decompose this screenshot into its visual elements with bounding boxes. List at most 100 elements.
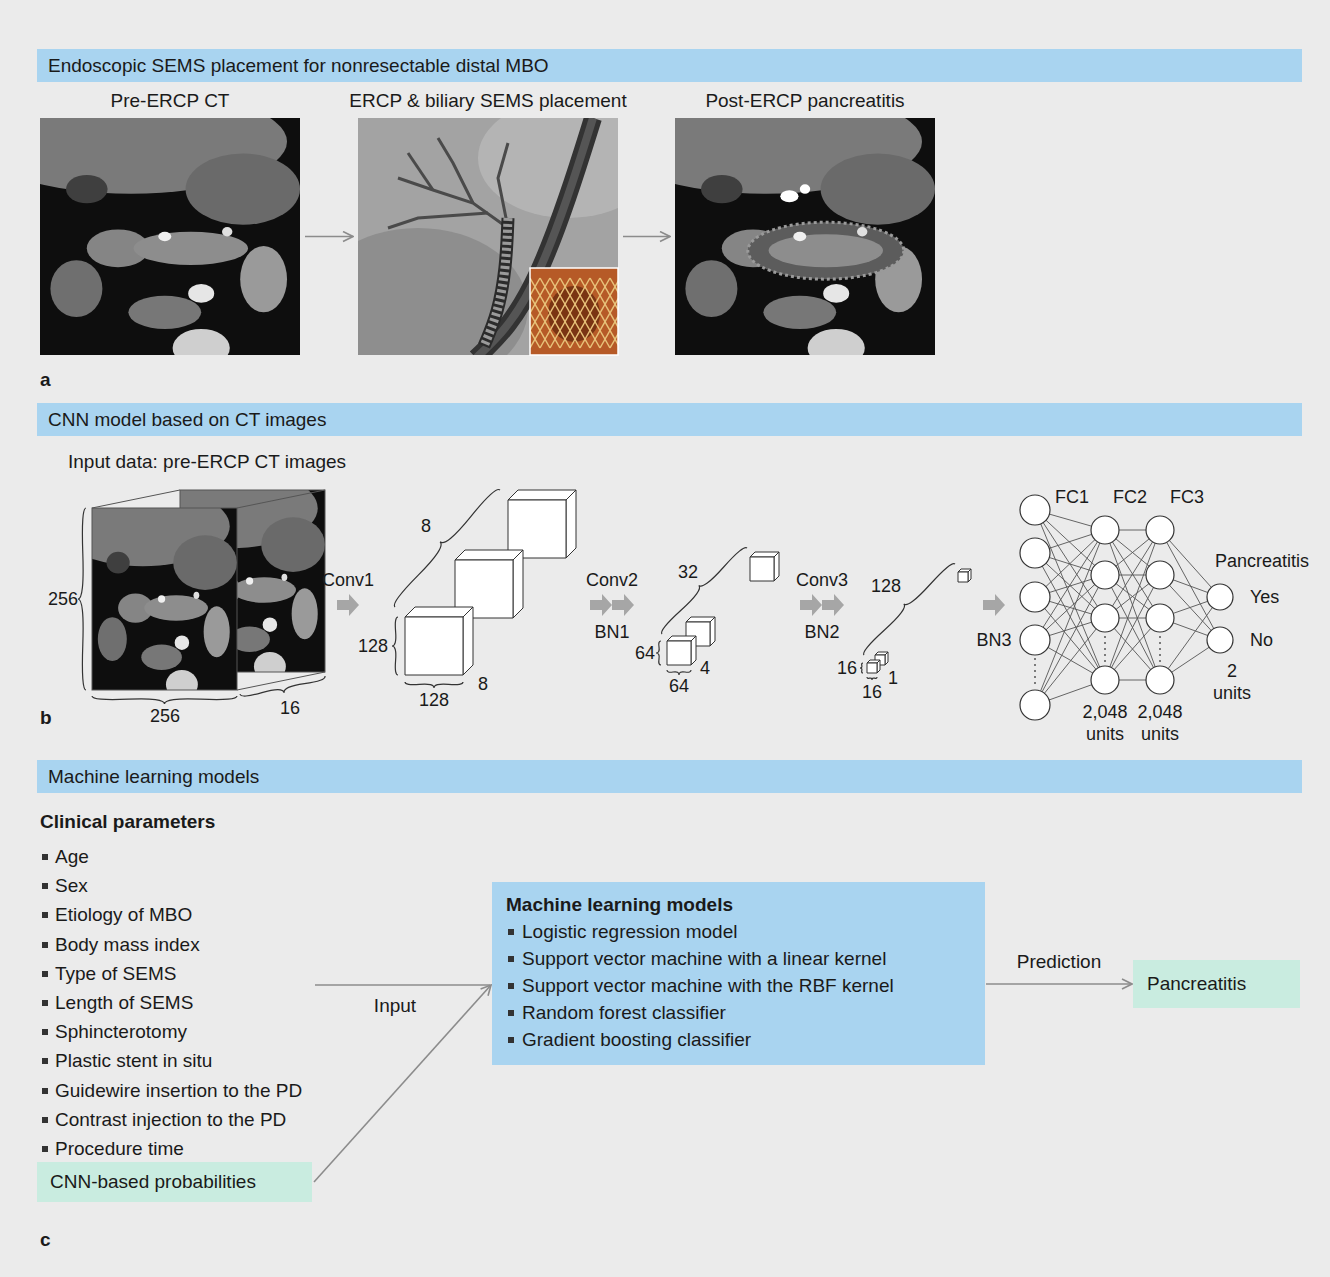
dimension-label: 128 — [871, 575, 901, 597]
image-title: Pre-ERCP CT — [10, 89, 330, 112]
parameter-item: Length of SEMS — [40, 992, 193, 1014]
connector-arrow — [314, 985, 491, 1182]
ct-image — [92, 508, 237, 690]
unit-count: 2 units — [1208, 660, 1256, 704]
fluoroscopy-image — [358, 118, 618, 355]
bile-duct — [408, 153, 433, 190]
aorta — [188, 284, 214, 303]
parameter-item: Contrast injection to the PD — [40, 1109, 286, 1131]
layer-label: BN1 — [594, 621, 629, 643]
vessel — [857, 227, 867, 236]
stent-mesh-wire — [550, 278, 590, 348]
nn-connection — [1105, 530, 1160, 680]
stent-metal — [780, 190, 798, 202]
neuron — [1020, 495, 1050, 525]
bowel-loop — [98, 617, 127, 661]
spine — [254, 652, 286, 672]
bowel-loop — [685, 260, 737, 317]
aorta — [823, 284, 849, 303]
dimension-brace — [405, 682, 463, 688]
slab-edge — [237, 672, 325, 690]
vessel — [158, 595, 165, 602]
dimension-brace — [867, 677, 877, 680]
dimension-brace — [662, 548, 747, 634]
dimension-brace — [667, 670, 691, 675]
bowel-loop — [763, 296, 836, 329]
input-box: CNN-based probabilities — [37, 1162, 312, 1202]
model-box: Machine learning modelsLogistic regressi… — [492, 882, 985, 1065]
nn-ellipsis — [1034, 658, 1036, 688]
output-box: Pancreatitis — [1133, 960, 1300, 1008]
vessel — [282, 574, 288, 581]
image-title: Post-ERCP pancreatitis — [645, 89, 965, 112]
spine — [166, 670, 198, 690]
layer-label: Conv2 — [586, 569, 638, 591]
stomach — [821, 154, 935, 225]
parameter-item: Procedure time — [40, 1138, 184, 1160]
cube-front — [867, 663, 877, 673]
bowel-loop — [128, 296, 201, 329]
nn-connection — [1105, 530, 1160, 680]
connector-arrow — [623, 236, 670, 238]
layer-label: FC1 — [1055, 486, 1089, 508]
stent-mesh-wire — [530, 278, 540, 348]
box-label: CNN-based probabilities — [50, 1170, 299, 1194]
kidney — [240, 246, 287, 312]
stent-mesh-wire — [610, 278, 618, 348]
dimension-brace — [860, 663, 863, 673]
list-heading: Clinical parameters — [40, 811, 215, 833]
stent-mesh-wire — [530, 278, 570, 348]
vessel — [194, 592, 200, 599]
cube-side — [774, 552, 779, 581]
neuron — [1091, 604, 1119, 632]
section-band: Machine learning models — [37, 760, 1302, 793]
parameter-item: Body mass index — [40, 934, 200, 956]
metal-stent — [484, 218, 508, 346]
pancreas — [769, 234, 883, 267]
cube-front — [508, 500, 566, 558]
parameter-item: Guidewire insertion to the PD — [40, 1080, 302, 1102]
dimension-brace — [240, 676, 325, 696]
feature-cube — [667, 636, 696, 665]
ct-image — [675, 118, 935, 355]
slab-edge — [237, 490, 325, 508]
slice-edge — [92, 508, 237, 690]
dimension-label: 16 — [280, 697, 300, 719]
band-heading: Machine learning models — [48, 765, 1291, 788]
inset-photo — [530, 268, 618, 355]
pancreas — [134, 232, 248, 265]
layer-label: FC2 — [1113, 486, 1147, 508]
image-title: ERCP & biliary SEMS placement — [328, 89, 648, 112]
list-item: Logistic regression model — [506, 918, 971, 945]
cube-top — [405, 607, 473, 617]
layer-arrow — [337, 594, 359, 616]
unit-count: 2,048 units — [1078, 701, 1132, 745]
panel-letter: c — [40, 1229, 51, 1251]
image-frame: Pre-ERCP CT — [40, 118, 300, 355]
cube-side — [463, 607, 473, 675]
panel-letter: a — [40, 369, 51, 391]
stent-mesh-wire — [560, 278, 600, 348]
layer-arrow — [983, 594, 1005, 616]
layer-arrow — [822, 594, 844, 616]
aorta — [175, 635, 190, 650]
neuron — [1020, 625, 1050, 655]
ct-image — [40, 118, 300, 355]
neuron — [1020, 690, 1050, 720]
dimension-label: 1 — [888, 667, 898, 689]
dimension-label: 4 — [700, 657, 710, 679]
stent-mesh-wire — [560, 278, 600, 348]
box-heading: Machine learning models — [506, 892, 971, 918]
cube-front — [405, 617, 463, 675]
unit-count: 2,048 units — [1133, 701, 1187, 745]
layer-arrow — [800, 594, 822, 616]
feature-cube — [750, 552, 779, 581]
list-item: Support vector machine with the RBF kern… — [506, 972, 971, 999]
panel-letter: b — [40, 707, 52, 729]
image-frame: ERCP & biliary SEMS placement — [358, 118, 618, 355]
stent-mesh-wire — [550, 278, 590, 348]
parameter-item: Type of SEMS — [40, 963, 176, 985]
neuron — [1146, 561, 1174, 589]
dimension-brace — [92, 696, 237, 704]
